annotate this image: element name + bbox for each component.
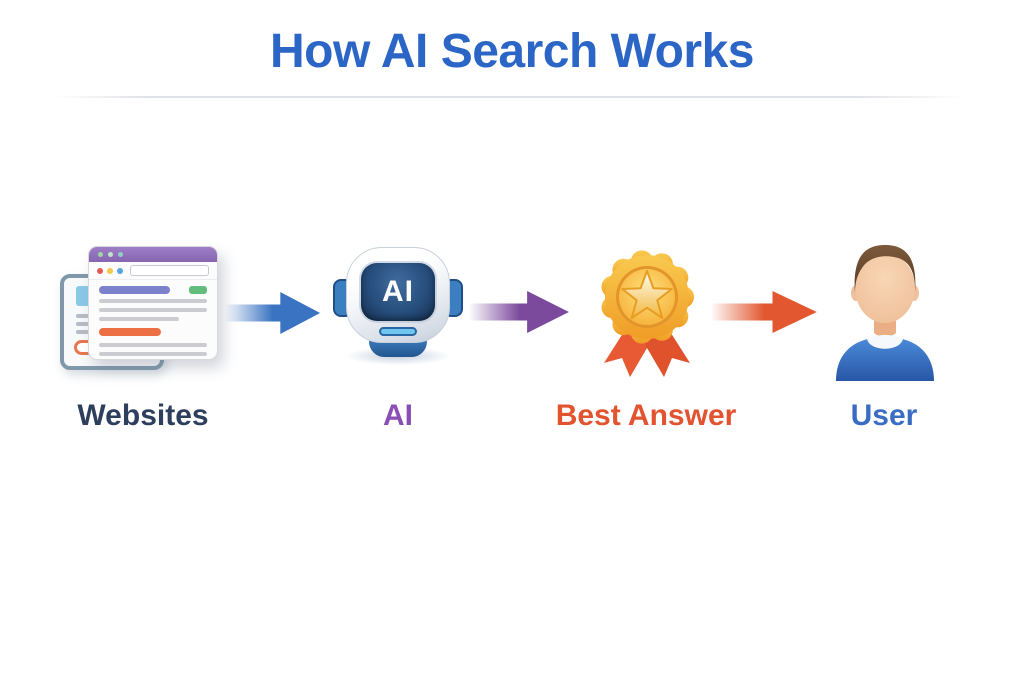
- browser-window: [88, 246, 218, 360]
- text-line-placeholder: [99, 308, 207, 312]
- heading-row: [99, 286, 207, 294]
- text-line-placeholder: [99, 343, 207, 347]
- browser-toolbar: [89, 262, 217, 280]
- user-person-icon: [836, 245, 934, 381]
- window-dot-icon: [98, 252, 103, 257]
- step-label-best-answer: Best Answer: [555, 399, 737, 432]
- browser-titlebar: [89, 247, 217, 262]
- step-label-websites: Websites: [77, 399, 209, 432]
- robot-screen-text: AI: [382, 275, 414, 308]
- text-line-placeholder: [99, 317, 179, 321]
- best-answer-to-user-arrow: [712, 291, 817, 333]
- step-label-user: User: [850, 399, 918, 432]
- medal-star-icon: [621, 270, 673, 319]
- websites-browser-icon: [58, 240, 222, 374]
- websites-to-ai-arrow: [226, 292, 321, 334]
- step-label-ai: AI: [383, 399, 413, 432]
- blue-dot-icon: [117, 267, 123, 274]
- text-line-placeholder: [99, 299, 207, 303]
- ai-robot-icon: AI: [333, 247, 463, 369]
- address-bar-placeholder: [130, 265, 209, 276]
- window-dot-icon: [118, 252, 123, 257]
- user-face: [855, 253, 915, 323]
- window-dot-icon: [108, 252, 113, 257]
- page-title: How AI Search Works: [270, 25, 754, 78]
- robot-screen: AI: [361, 263, 435, 321]
- yellow-dot-icon: [107, 267, 113, 274]
- user-hair: [854, 245, 916, 293]
- user-shirt: [836, 337, 934, 381]
- heading-bar-placeholder: [99, 286, 171, 294]
- red-dot-icon: [97, 267, 103, 274]
- user-collar: [867, 335, 903, 349]
- robot-mouth: [379, 327, 417, 336]
- webpage-content: [89, 280, 217, 359]
- title-divider: [55, 96, 965, 98]
- text-line-placeholder: [99, 352, 207, 356]
- award-medal-icon: [601, 250, 694, 377]
- ai-to-best-answer-arrow: [470, 291, 569, 333]
- button-placeholder: [188, 286, 207, 294]
- highlight-bar-placeholder: [99, 328, 161, 336]
